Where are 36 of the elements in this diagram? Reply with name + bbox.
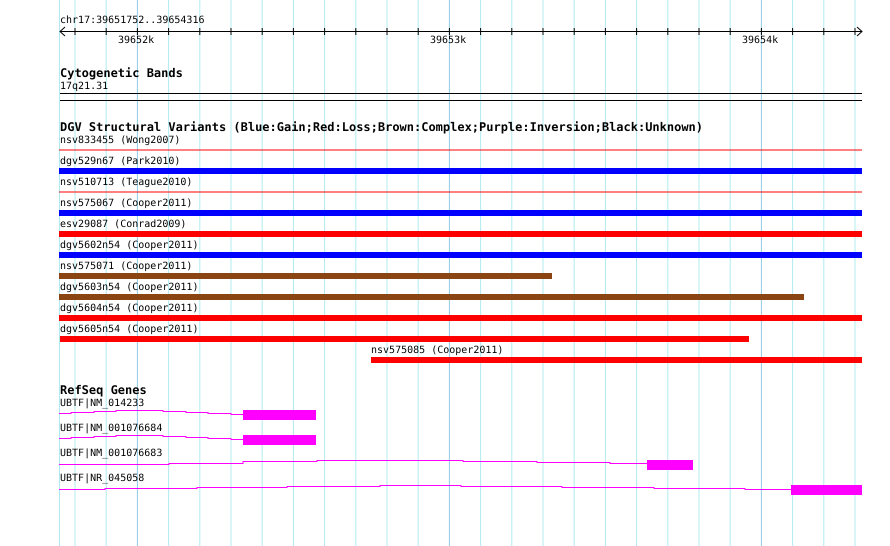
variant-label: dgv5602n54 (Cooper2011) xyxy=(60,240,198,251)
variant-label: dgv5604n54 (Cooper2011) xyxy=(60,303,198,314)
variant-bar xyxy=(59,210,862,216)
variant-label: esv29087 (Conrad2009) xyxy=(60,219,186,230)
variant-bar xyxy=(371,357,862,363)
variant-label: nsv575071 (Cooper2011) xyxy=(60,261,192,272)
tick-label: 39654k xyxy=(742,35,778,46)
track-heading: DGV Structural Variants (Blue:Gain;Red:Loss;Brown:Complex;Purple:Inversion;Black:Unknown) xyxy=(60,121,703,134)
track-heading: RefSeq Genes xyxy=(60,384,147,397)
variant-bar xyxy=(59,168,862,174)
band-label: 17q21.31 xyxy=(60,81,108,92)
tick-label: 39652k xyxy=(118,35,154,46)
transcript-label: UBTF|NM_001076684 xyxy=(60,423,162,434)
variant-bar xyxy=(59,294,804,300)
gene-model xyxy=(58,485,862,495)
variant-bar xyxy=(59,252,862,258)
track-heading: Cytogenetic Bands xyxy=(60,67,183,80)
variant-label: dgv529n67 (Park2010) xyxy=(60,156,180,167)
variant-label: nsv575067 (Cooper2011) xyxy=(60,198,192,209)
variant-bar xyxy=(59,315,862,321)
variant-label: nsv833455 (Wong2007) xyxy=(60,135,180,146)
gene-model xyxy=(58,435,316,445)
variant-label: nsv575085 (Cooper2011) xyxy=(371,345,504,356)
variant-bar xyxy=(59,231,862,237)
transcript-label: UBTF|NR_045058 xyxy=(60,473,144,484)
transcript-label: UBTF|NM_001076683 xyxy=(60,448,162,459)
variant-label: dgv5603n54 (Cooper2011) xyxy=(60,282,198,293)
transcript-label: UBTF|NM_014233 xyxy=(60,398,144,409)
variant-bar xyxy=(60,336,749,342)
variant-label: nsv510713 (Teague2010) xyxy=(60,177,192,188)
tick-label: 39653k xyxy=(430,35,466,46)
gene-model xyxy=(58,410,316,420)
coordinate-label: chr17:39651752..39654316 xyxy=(60,15,204,26)
variant-label: dgv5605n54 (Cooper2011) xyxy=(60,324,198,335)
gene-model xyxy=(58,460,693,470)
variant-bar xyxy=(59,273,552,279)
